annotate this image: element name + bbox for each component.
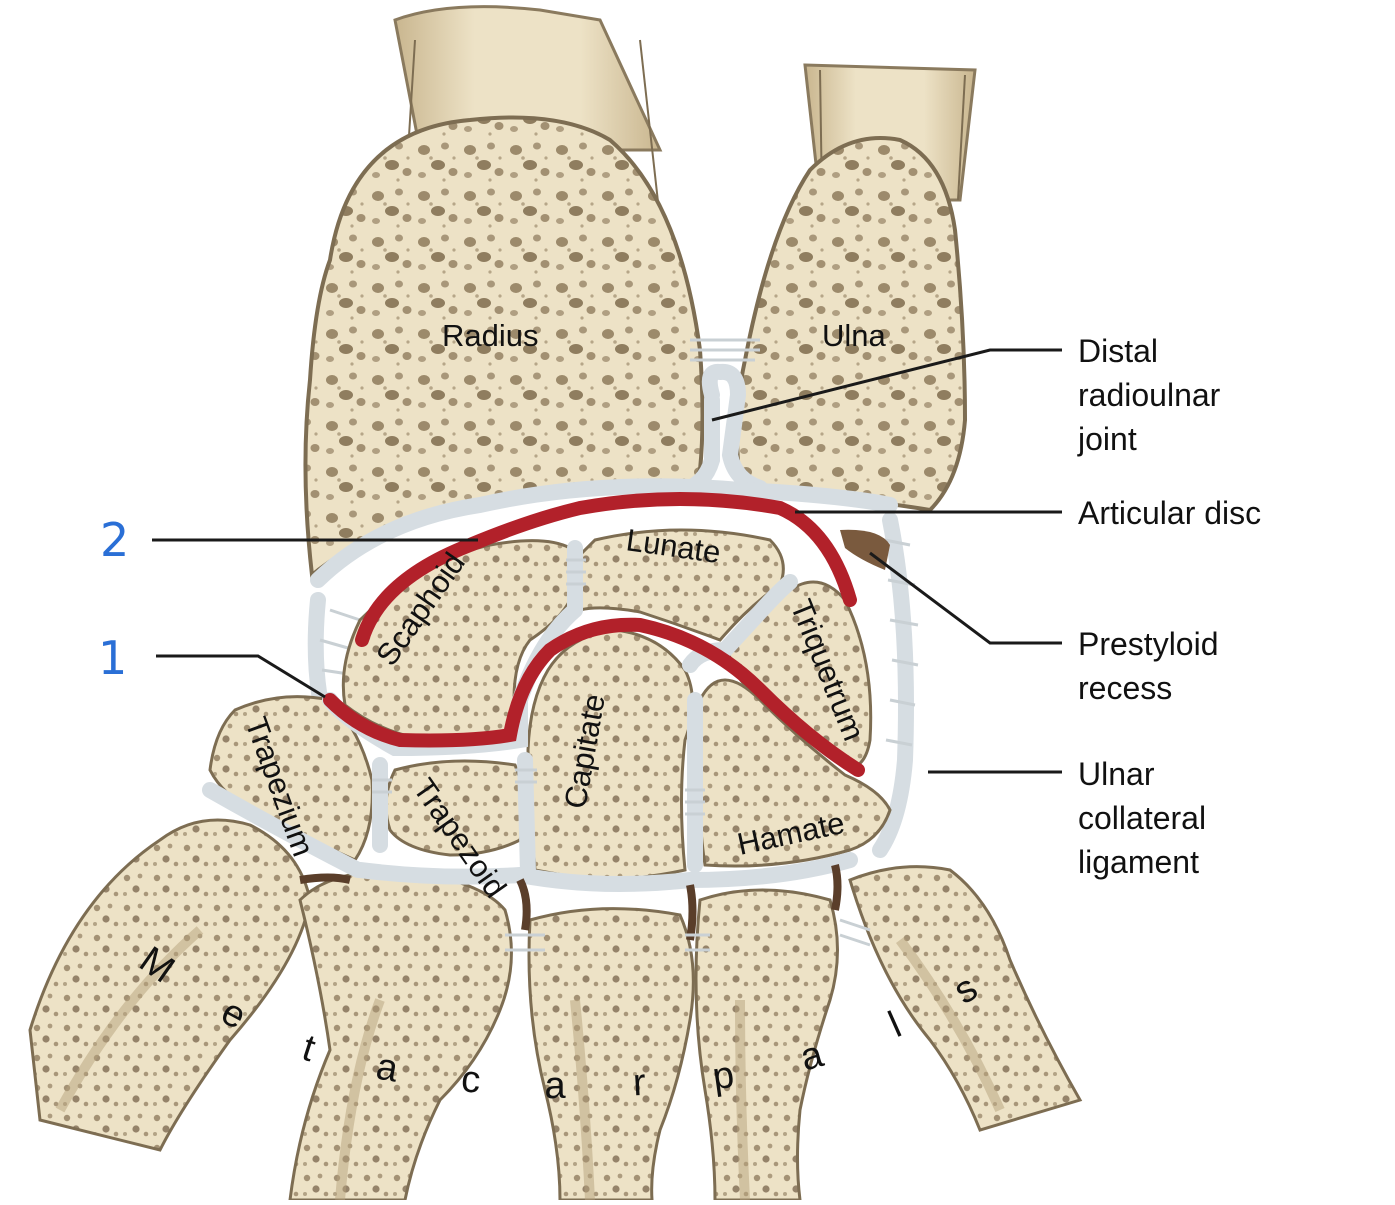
leader-lines	[152, 348, 1062, 774]
callout-ulnar-collateral: Ulnar collateral ligament	[1078, 756, 1215, 880]
metacarpals-letter: a	[544, 1065, 566, 1107]
lunate-bone	[578, 528, 785, 642]
label-ulna: Ulna	[822, 318, 887, 353]
leader-distal-radioulnar	[711, 348, 1062, 422]
midcarpal-joint-space	[323, 617, 865, 777]
radiocarpal-cartilage	[310, 478, 898, 588]
callout-articular-disc: Articular disc	[1078, 495, 1261, 531]
metacarpals-letter: c	[460, 1058, 482, 1101]
callout-distal-radioulnar: Distal radioulnar joint	[1077, 333, 1229, 457]
metacarpals-letter: r	[632, 1062, 647, 1105]
marker-2: 2	[100, 513, 129, 567]
leader-marker-1	[156, 654, 326, 699]
marker-1: 1	[98, 631, 127, 685]
metacarpals-letter: t	[297, 1027, 320, 1070]
callout-prestyloid: Prestyloid recess	[1078, 626, 1227, 706]
label-radius: Radius	[442, 318, 539, 353]
trapezoid-bone	[384, 759, 526, 857]
carpal-bones	[208, 528, 892, 882]
joint-spaces-red	[323, 492, 865, 777]
handwritten-markers: 2 1	[98, 513, 129, 685]
callout-labels: Distal radioulnar joint Articular disc P…	[1077, 333, 1261, 880]
carpometacarpal-joints	[299, 864, 871, 952]
leader-prestyloid	[869, 551, 1062, 645]
capitate-bone	[526, 628, 694, 882]
radiocarpal-joint-space	[355, 492, 857, 647]
metacarpals	[28, 818, 1083, 1202]
metacarpals-letter: l	[883, 1004, 908, 1046]
